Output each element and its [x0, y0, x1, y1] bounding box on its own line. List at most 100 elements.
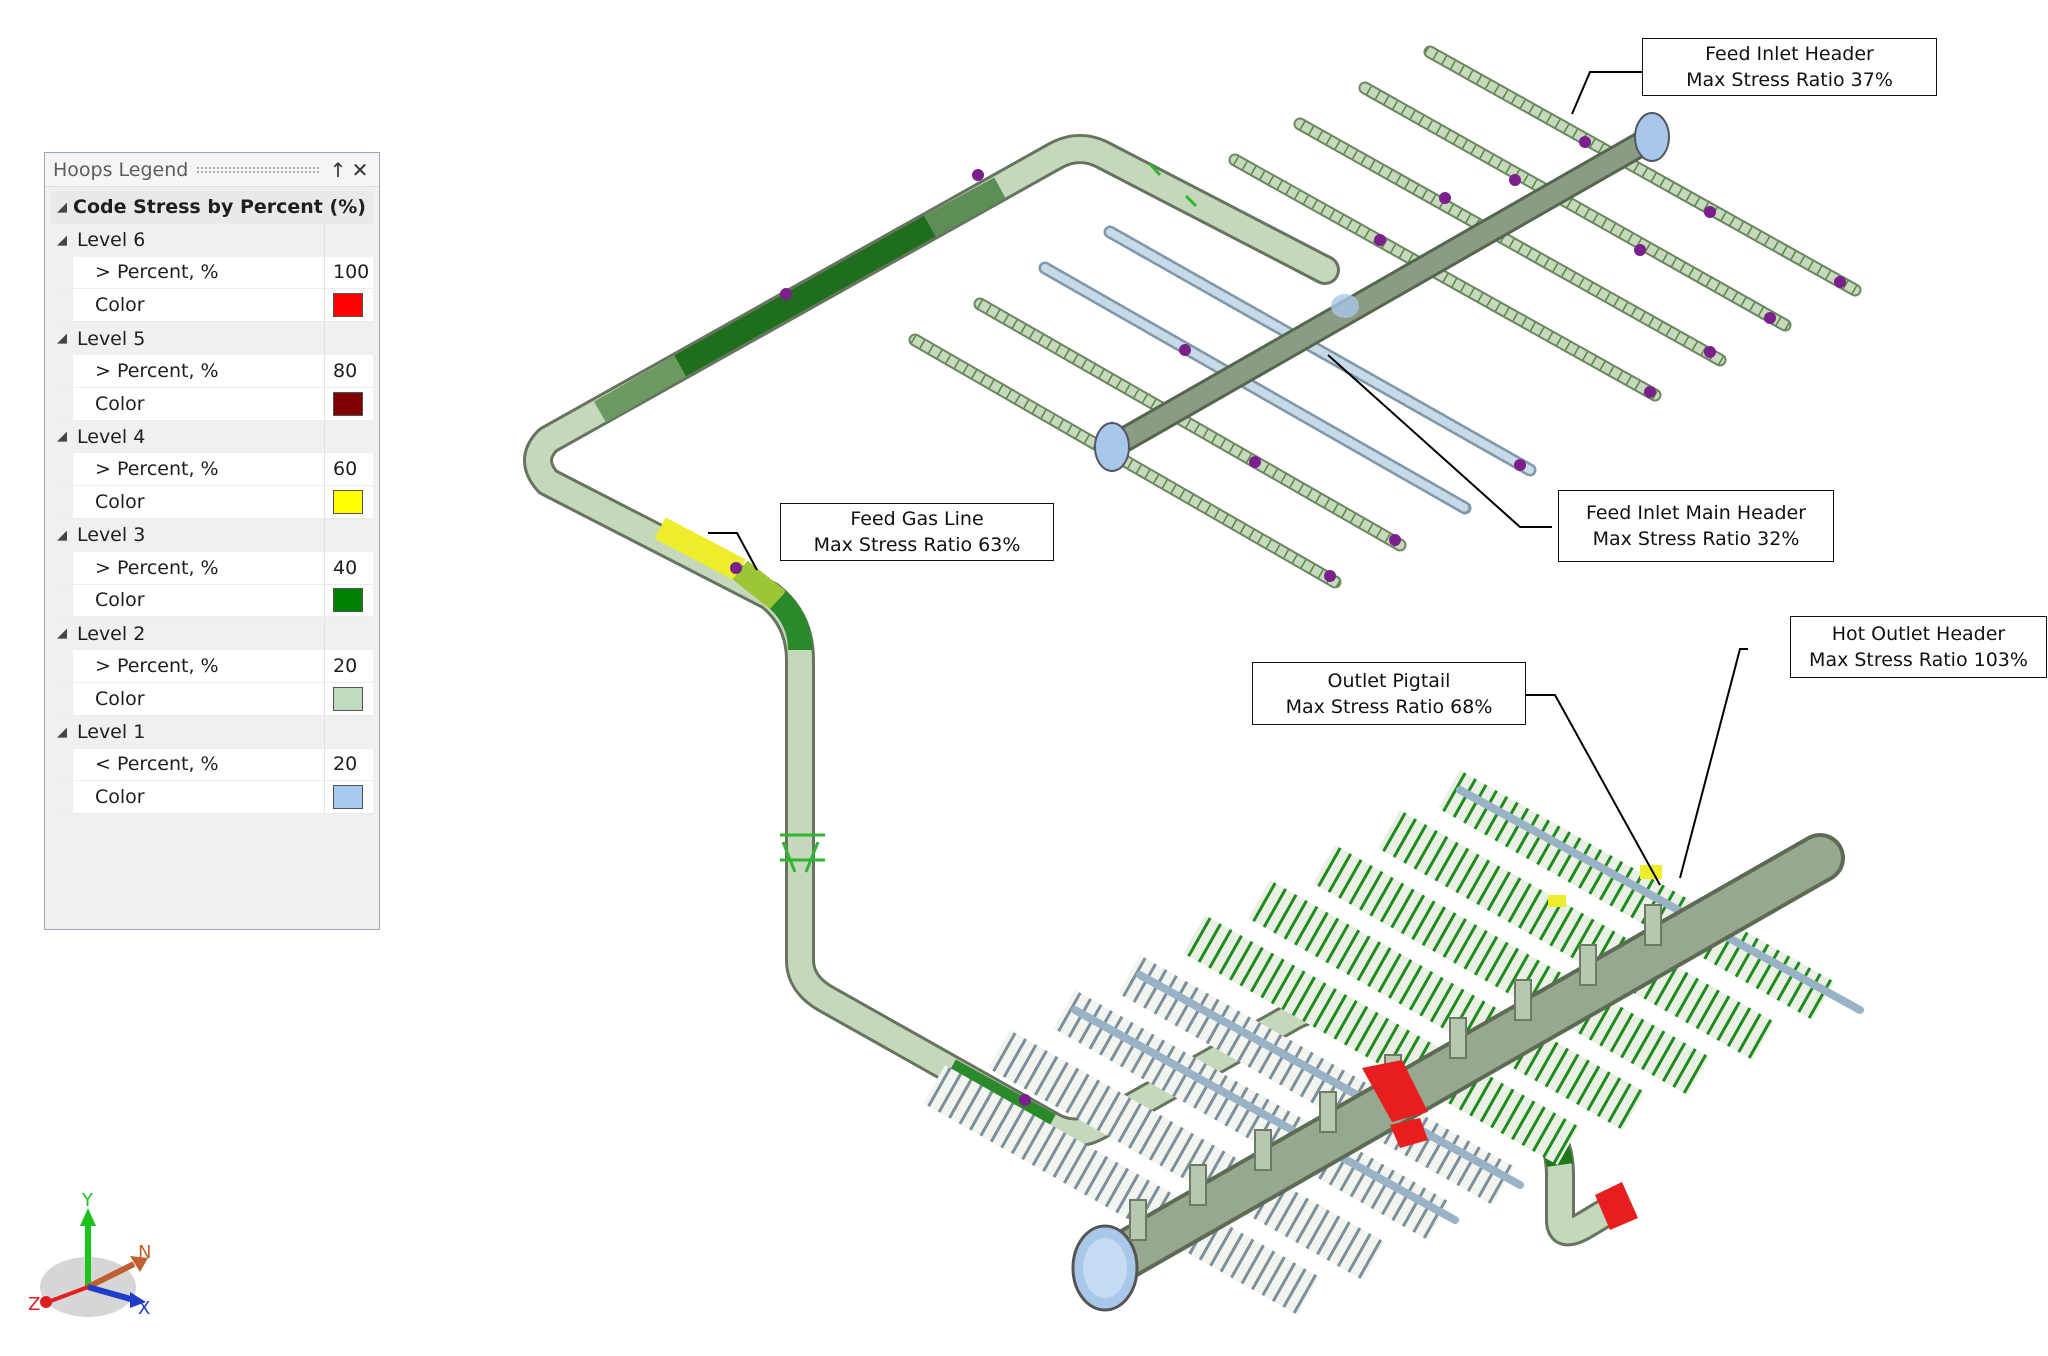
level-name: Level 4 — [73, 420, 325, 454]
legend-threshold-row[interactable]: > Percent, % 20 — [51, 650, 373, 683]
collapse-triangle-icon[interactable]: ◢ — [57, 232, 67, 248]
color-value[interactable] — [325, 289, 373, 321]
hoops-legend-panel[interactable]: Hoops Legend ↑ ✕ ◢ Code Stress by Percen… — [44, 152, 380, 930]
threshold-value[interactable]: 20 — [333, 753, 358, 776]
feed-inlet-main-header[interactable] — [1094, 112, 1670, 472]
legend-color-row[interactable]: Color — [51, 682, 373, 716]
callout-stress: Max Stress Ratio 103% — [1809, 649, 2028, 671]
threshold-value[interactable]: 100 — [333, 261, 370, 284]
level-value-empty — [325, 617, 373, 651]
color-label: Color — [73, 781, 325, 814]
pin-icon[interactable]: ↑ — [329, 157, 347, 182]
legend-color-row[interactable]: Color — [51, 584, 373, 618]
callout-title: Hot Outlet Header — [1831, 623, 2006, 645]
callout-leaders — [708, 71, 1748, 886]
hot-outlet-coils[interactable] — [923, 770, 1864, 1316]
row-indent — [51, 289, 73, 322]
axis-label-n: N — [138, 1242, 151, 1263]
axis-triad: Y N X Z — [28, 1192, 151, 1319]
level-value-empty — [325, 223, 373, 257]
level-name: Level 1 — [73, 715, 325, 749]
callout-hot-outlet-header: Hot Outlet Header Max Stress Ratio 103% — [1790, 616, 2047, 678]
legend-level-row[interactable]: ◢ Level 5 — [51, 322, 373, 355]
legend-level-row[interactable]: ◢ Level 1 — [51, 715, 373, 749]
legend-color-row[interactable]: Color — [51, 289, 373, 323]
callout-title: Feed Gas Line — [850, 508, 984, 530]
axis-label-y: Y — [81, 1192, 94, 1211]
callout-stress: Max Stress Ratio 63% — [813, 534, 1021, 556]
callout-title: Feed Inlet Header — [1705, 43, 1874, 65]
color-swatch[interactable] — [333, 490, 363, 515]
callout-title: Outlet Pigtail — [1327, 669, 1451, 692]
legend-level-row[interactable]: ◢ Level 6 — [51, 223, 373, 257]
row-indent — [51, 551, 73, 584]
threshold-value[interactable]: 60 — [333, 458, 358, 481]
color-swatch[interactable] — [333, 588, 363, 613]
row-indent — [51, 781, 73, 814]
legend-level-row[interactable]: ◢Level 3 — [51, 518, 373, 552]
threshold-label: < Percent, % — [73, 748, 325, 781]
threshold-label: > Percent, % — [73, 650, 325, 682]
row-indent — [51, 584, 73, 617]
feed-inlet-coils[interactable] — [908, 45, 1862, 589]
color-swatch[interactable] — [333, 785, 363, 810]
legend-threshold-row[interactable]: > Percent, % 80 — [51, 354, 373, 388]
color-value[interactable] — [325, 585, 373, 617]
callout-feed-gas-line: Feed Gas Line Max Stress Ratio 63% — [780, 503, 1054, 561]
color-label: Color — [73, 486, 325, 518]
level-value-empty — [325, 322, 373, 355]
color-swatch[interactable] — [333, 391, 363, 416]
axis-label-z: Z — [28, 1294, 40, 1315]
legend-threshold-row[interactable]: > Percent, %100 — [51, 256, 373, 290]
threshold-label: > Percent, % — [73, 453, 325, 486]
threshold-value[interactable]: 40 — [333, 556, 358, 579]
threshold-value[interactable]: 80 — [333, 359, 358, 382]
level-name: Level 6 — [73, 223, 325, 257]
legend-section: ◢ Code Stress by Percent (%) — [51, 191, 373, 224]
level-name: Level 5 — [73, 322, 325, 355]
callout-stress: Max Stress Ratio 37% — [1686, 69, 1893, 91]
hot-outlet-header[interactable] — [1071, 833, 1845, 1312]
collapse-triangle-icon[interactable]: ◢ — [57, 724, 67, 740]
color-value[interactable] — [325, 486, 373, 518]
legend-color-row[interactable]: Color — [51, 486, 373, 519]
collapse-triangle-icon[interactable]: ◢ — [57, 331, 67, 347]
level-value-empty — [325, 518, 373, 552]
legend-level-row[interactable]: ◢Level 2 — [51, 617, 373, 651]
axis-label-x: X — [138, 1298, 150, 1319]
callout-stress: Max Stress Ratio 68% — [1285, 695, 1493, 718]
legend-titlebar[interactable]: Hoops Legend ↑ ✕ — [45, 153, 379, 187]
color-swatch[interactable] — [333, 686, 363, 711]
collapse-triangle-icon[interactable]: ◢ — [57, 626, 67, 642]
row-indent — [51, 387, 73, 420]
collapse-triangle-icon[interactable]: ◢ — [57, 527, 67, 543]
level-value-empty — [325, 715, 373, 749]
threshold-value[interactable]: 20 — [333, 655, 358, 678]
row-indent — [51, 486, 73, 518]
legend-threshold-row[interactable]: > Percent, %40 — [51, 551, 373, 585]
legend-color-row[interactable]: Color — [51, 781, 373, 815]
color-value[interactable] — [325, 683, 373, 715]
close-icon[interactable]: ✕ — [351, 157, 369, 182]
legend-threshold-row[interactable]: > Percent, % 60 — [51, 453, 373, 487]
row-indent — [51, 748, 73, 781]
color-label: Color — [73, 387, 325, 420]
legend-color-row[interactable]: Color — [51, 387, 373, 421]
color-label: Color — [73, 289, 325, 322]
legend-threshold-row[interactable]: < Percent, % 20 — [51, 748, 373, 782]
legend-property-grid: ◢ Code Stress by Percent (%) ◢Level 6> P… — [45, 187, 379, 815]
callout-stress: Max Stress Ratio 32% — [1592, 528, 1800, 550]
row-indent — [51, 256, 73, 289]
callout-title: Feed Inlet Main Header — [1585, 502, 1807, 524]
drag-grip[interactable] — [196, 165, 319, 174]
color-value[interactable] — [325, 781, 373, 813]
legend-section-title: Code Stress by Percent (%) — [73, 196, 366, 219]
collapse-triangle-icon[interactable]: ◢ — [57, 199, 67, 215]
color-swatch[interactable] — [333, 293, 363, 318]
legend-level-row[interactable]: ◢ Level 4 — [51, 420, 373, 454]
collapse-triangle-icon[interactable]: ◢ — [57, 429, 67, 445]
color-value[interactable] — [325, 388, 373, 420]
row-indent — [51, 354, 73, 387]
threshold-label: > Percent, % — [73, 354, 325, 387]
